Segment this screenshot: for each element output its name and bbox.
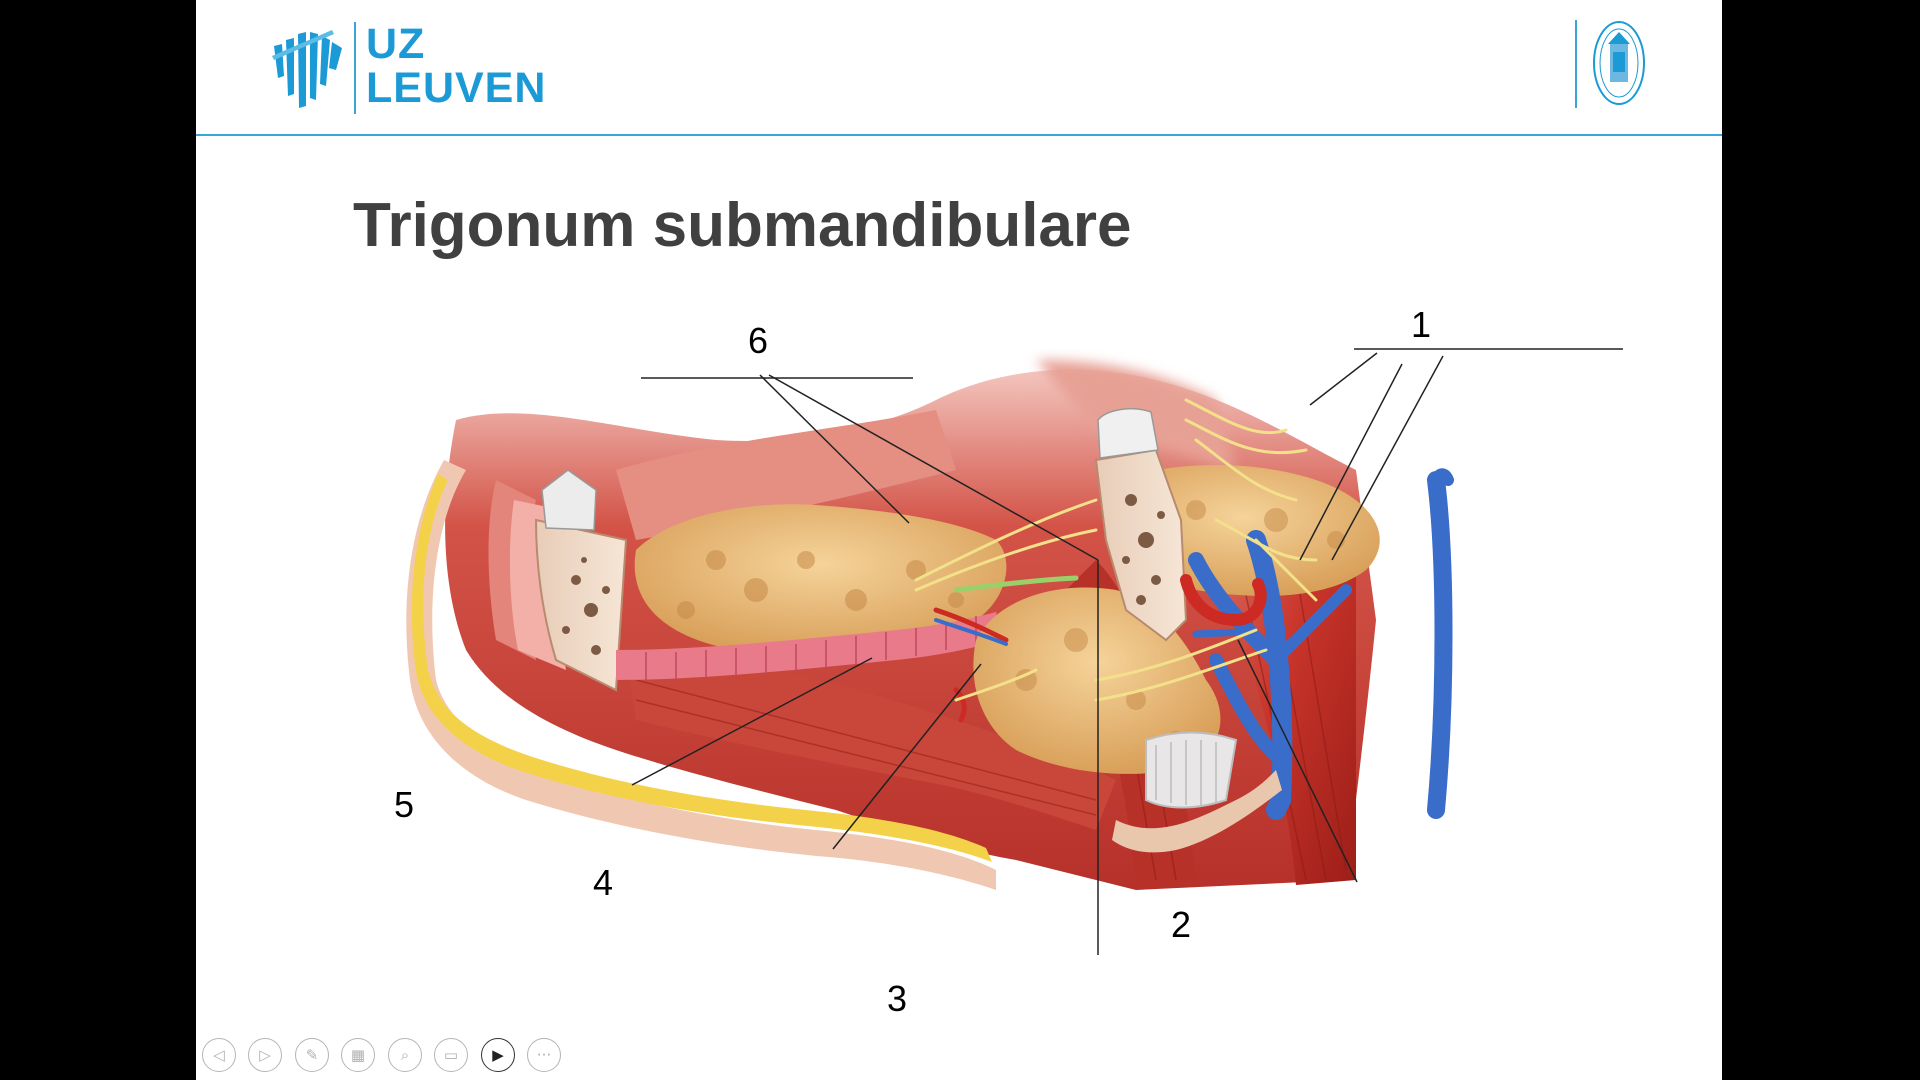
camera-button[interactable]: ▶: [481, 1038, 515, 1072]
callout-label-4: 4: [593, 862, 614, 903]
presenter-toolbar: ◁ ▷ ✎ ▦ ⌕ ▭ ▶ ···: [196, 1038, 716, 1074]
magnifier-icon: ⌕: [400, 1046, 410, 1064]
header-divider: [196, 134, 1722, 136]
logo-text-line1: UZ: [366, 20, 426, 68]
ku-leuven-seal-icon: [1593, 21, 1645, 105]
subtitles-button[interactable]: ▭: [434, 1038, 468, 1072]
slides-grid-icon: ▦: [350, 1046, 366, 1064]
callout-label-3: 3: [887, 978, 908, 1019]
ellipsis-icon: ···: [536, 1046, 552, 1064]
slide-title: Trigonum submandibulare: [353, 191, 1132, 260]
mylohyoid-muscle: [626, 658, 1116, 830]
logo-text: UZ LEUVEN: [366, 22, 546, 110]
callout-label-1: 1: [1411, 304, 1432, 345]
arrow-right-icon: ▷: [259, 1046, 271, 1064]
previous-slide-button[interactable]: ◁: [202, 1038, 236, 1072]
slide: UZ LEUVEN Trigonum submandibulare: [196, 0, 1722, 1080]
subtitles-icon: ▭: [443, 1046, 459, 1064]
seal-divider: [1575, 20, 1577, 108]
callout-label-2: 2: [1171, 904, 1192, 945]
small-vessels: [934, 618, 1008, 646]
hyoid-tendon: [1112, 731, 1282, 853]
mandible-anterior: [488, 469, 628, 692]
camera-icon: ▶: [492, 1046, 504, 1064]
logo-text-line2: LEUVEN: [366, 64, 547, 112]
more-options-button[interactable]: ···: [527, 1038, 561, 1072]
nerves: [914, 398, 1318, 702]
callout-label-5: 5: [394, 784, 415, 825]
skin-fat-layer: [406, 460, 996, 890]
mandible-posterior: [1094, 408, 1188, 642]
uz-leuven-logo: UZ LEUVEN: [272, 20, 572, 120]
logo-divider: [354, 22, 356, 114]
lingual-nerve: [953, 575, 1079, 593]
callout-label-6: 6: [748, 320, 769, 361]
submandibular-duct: [616, 612, 1002, 680]
leader-lines: [631, 348, 1623, 955]
pen-icon: ✎: [305, 1046, 319, 1064]
pen-button[interactable]: ✎: [295, 1038, 329, 1072]
next-slide-button[interactable]: ▷: [248, 1038, 282, 1072]
see-all-slides-button[interactable]: ▦: [341, 1038, 375, 1072]
uz-leuven-logo-icon: [272, 30, 342, 108]
zoom-button[interactable]: ⌕: [388, 1038, 422, 1072]
arrow-left-icon: ◁: [213, 1046, 225, 1064]
sublingual-gland: [634, 504, 1007, 654]
tongue: [616, 410, 956, 540]
anatomy-illustration: [406, 348, 1623, 955]
